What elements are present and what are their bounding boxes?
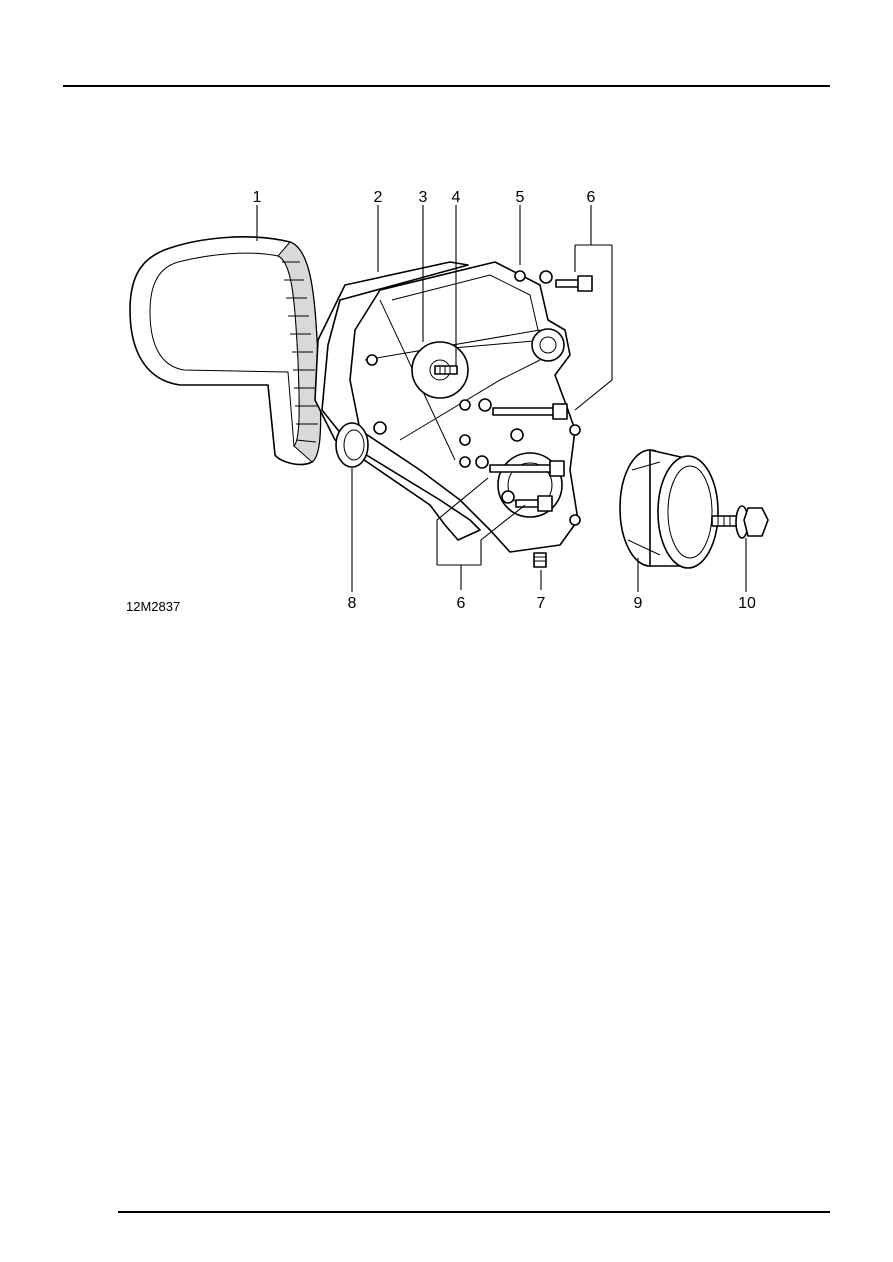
header-rule bbox=[63, 85, 830, 87]
pulley-bolt bbox=[711, 505, 769, 539]
callout-6-bottom: 6 bbox=[457, 595, 466, 612]
callout-1: 1 bbox=[253, 189, 262, 206]
callout-6-top: 6 bbox=[587, 189, 596, 206]
callout-7: 7 bbox=[537, 595, 546, 612]
callout-2: 2 bbox=[374, 189, 383, 206]
callout-3: 3 bbox=[419, 189, 428, 206]
callout-9: 9 bbox=[634, 595, 643, 612]
timing-belt bbox=[129, 236, 322, 466]
footer-rule bbox=[118, 1211, 830, 1213]
callout-10: 10 bbox=[738, 595, 756, 612]
callout-5: 5 bbox=[516, 189, 525, 206]
grub-screw bbox=[533, 552, 547, 568]
callout-8: 8 bbox=[348, 595, 357, 612]
cover-stud bbox=[434, 365, 458, 375]
leader-lines bbox=[256, 205, 747, 592]
exploded-parts-diagram: 1 2 3 4 5 6 6 7 8 9 10 12M2837 bbox=[126, 189, 769, 614]
cover-gasket bbox=[314, 261, 481, 541]
figure-reference: 12M2837 bbox=[126, 599, 180, 614]
callout-4: 4 bbox=[452, 189, 461, 206]
oil-seal bbox=[335, 422, 369, 468]
cover-bolts bbox=[475, 270, 593, 512]
crankshaft-pulley bbox=[619, 449, 719, 569]
